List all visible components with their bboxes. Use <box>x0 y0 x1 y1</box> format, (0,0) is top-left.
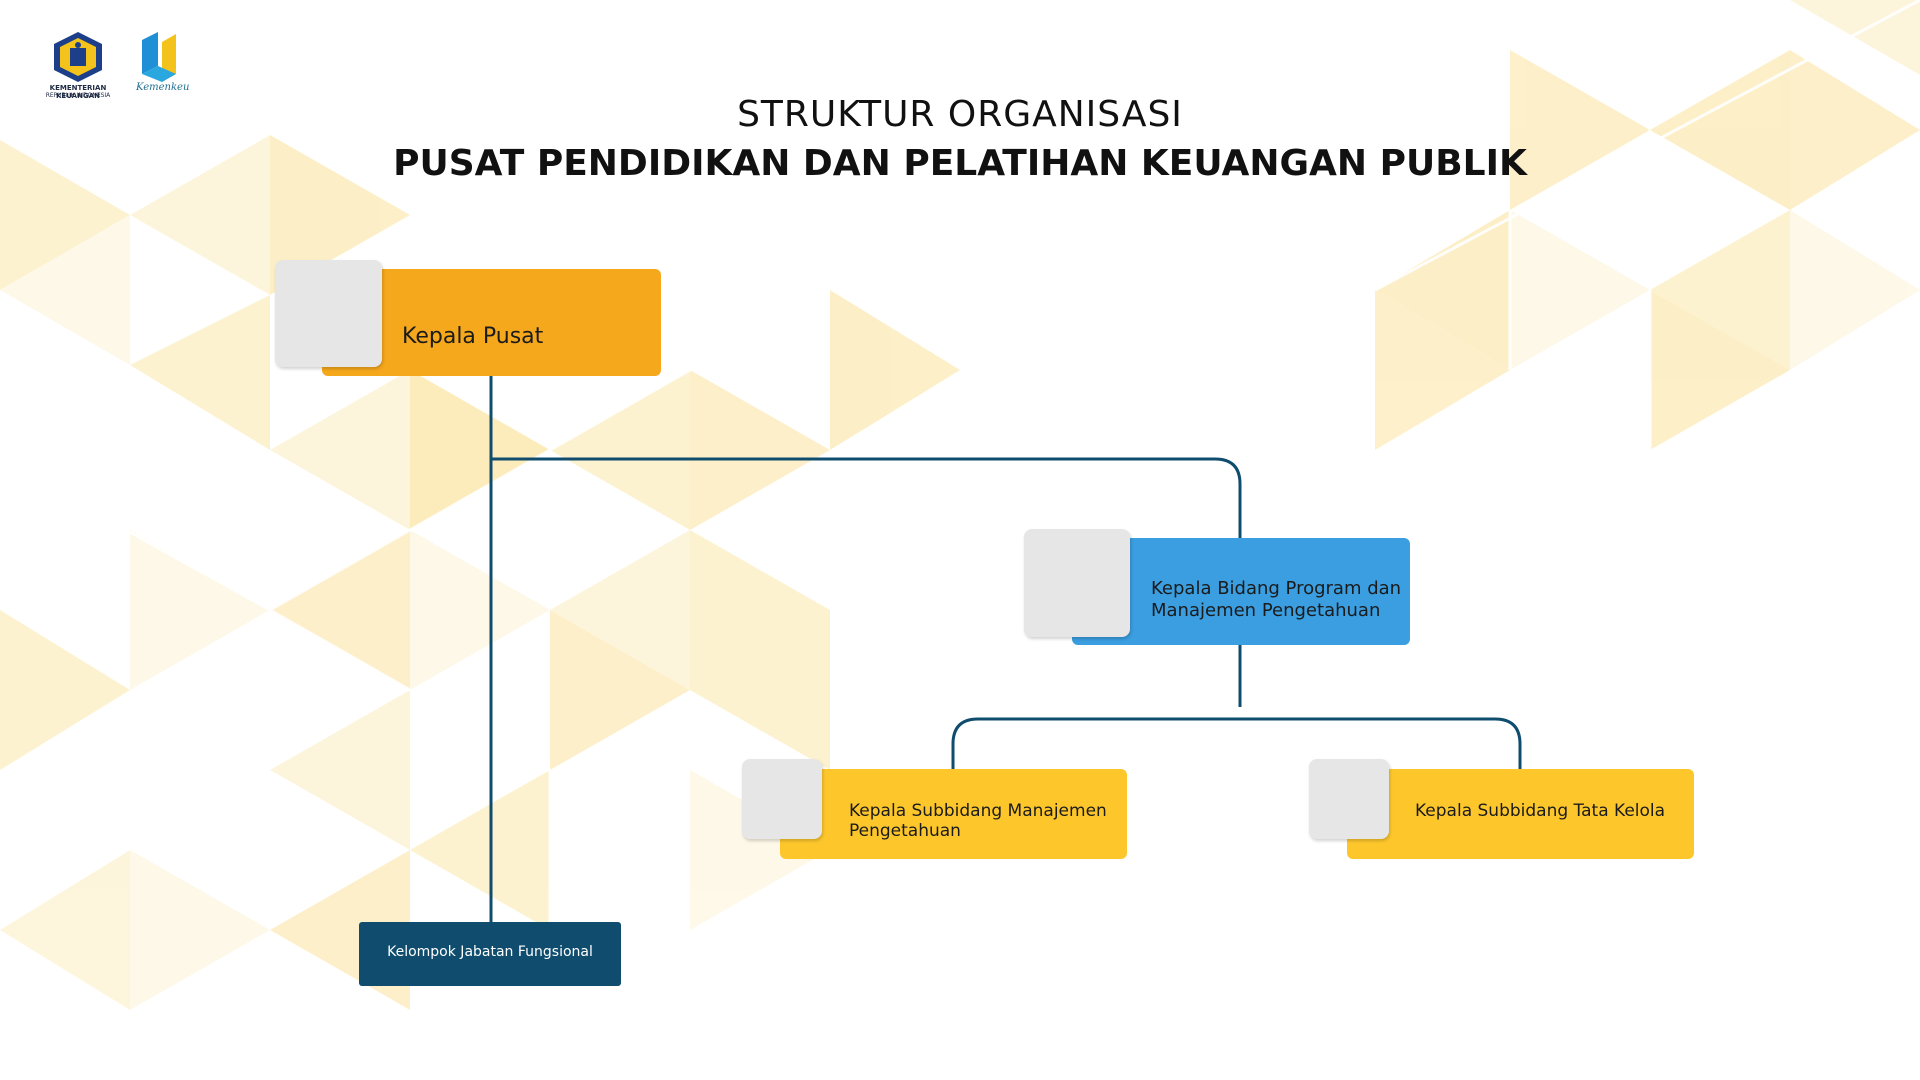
logo-caption: KEMENTERIAN KEUANGAN <box>49 84 107 100</box>
node-kelompok-jabatan-fungsional <box>359 922 621 986</box>
node-label-kepala-pusat: Kepala Pusat <box>402 324 544 349</box>
connector-to-subdivision-1 <box>951 717 1240 769</box>
kemenkeu-emblem-icon <box>54 32 102 82</box>
page-title: STRUKTUR ORGANISASI <box>737 94 1183 135</box>
connector-head-to-division <box>491 457 1242 538</box>
connector-to-subdivision-2 <box>1240 717 1522 769</box>
node-label-kepala-bidang: Kepala Bidang Program dan Manajemen Peng… <box>1151 578 1402 621</box>
photo-placeholder-kepala-bidang <box>1024 529 1130 637</box>
node-label-subbidang-2: Kepala Subbidang Tata Kelola <box>1415 801 1666 821</box>
logo-caption-sub: REPUBLIK INDONESIA <box>45 92 111 99</box>
node-subbidang-tata-kelola <box>1347 769 1694 859</box>
corpu-logo-icon <box>142 32 176 82</box>
photo-placeholder-kepala-pusat <box>275 260 382 367</box>
page-subtitle: PUSAT PENDIDIKAN DAN PELATIHAN KEUANGAN … <box>393 143 1527 184</box>
node-subbidang-manajemen-pengetahuan <box>780 769 1127 859</box>
node-label-kelompok-jabatan-fungsional: Kelompok Jabatan Fungsional <box>387 944 593 960</box>
corpu-logo-text: Kemenkeu <box>136 82 190 93</box>
photo-placeholder-subbidang-2 <box>1309 759 1389 839</box>
node-label-subbidang-1: Kepala Subbidang Manajemen Pengetahuan <box>849 801 1107 841</box>
photo-placeholder-subbidang-1 <box>742 759 822 839</box>
